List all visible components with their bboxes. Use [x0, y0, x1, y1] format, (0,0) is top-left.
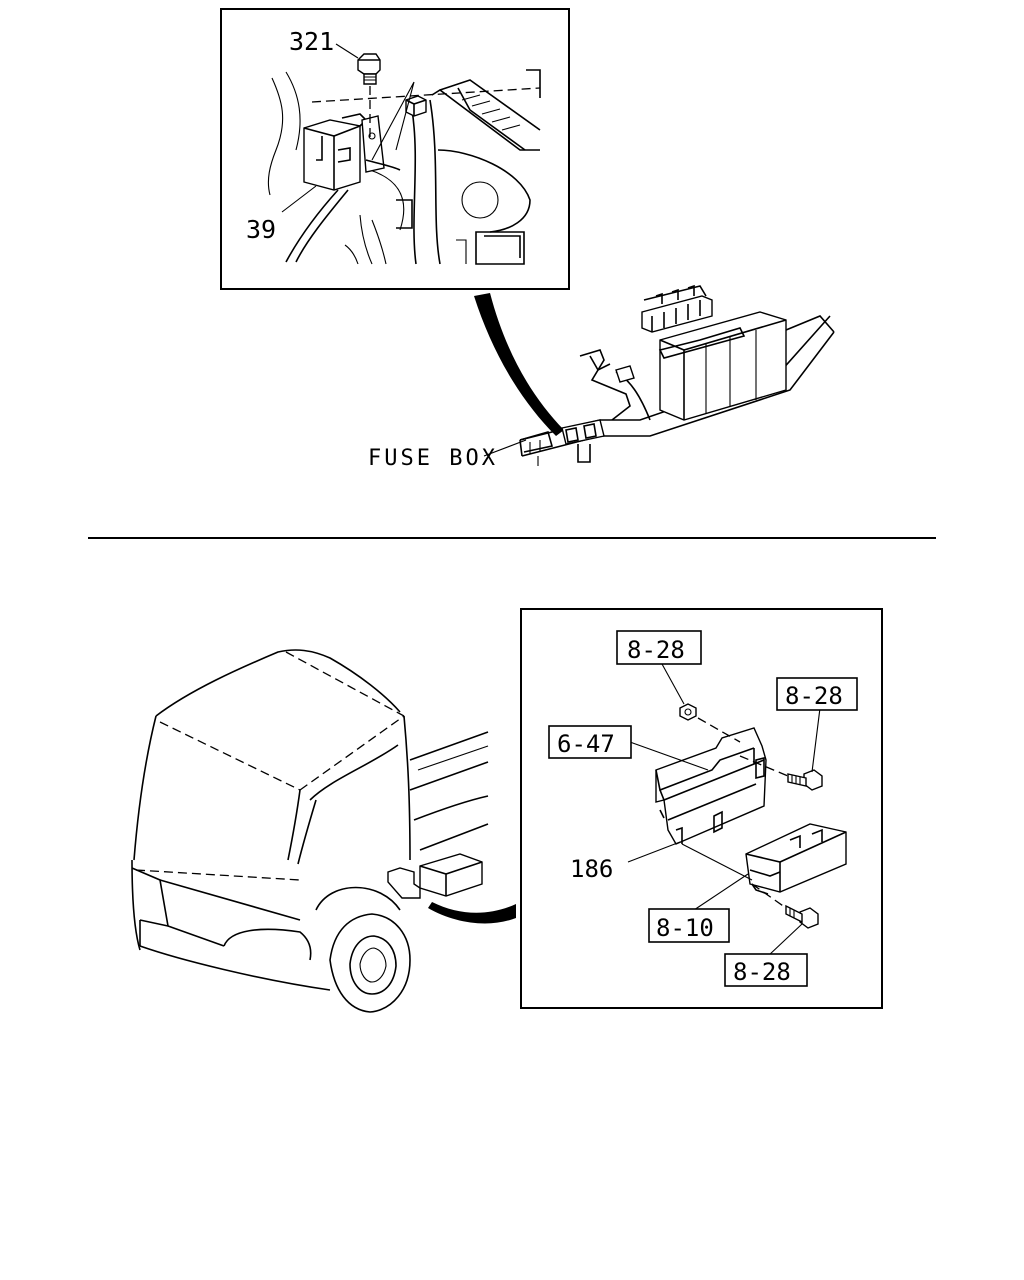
bolt-8-28-bottom	[751, 883, 819, 929]
nut-8-28	[679, 703, 741, 743]
leader-8-28-bottom	[767, 923, 803, 957]
ref-box-8-28-right	[776, 677, 858, 711]
ref-8-10: 8-10	[656, 914, 714, 942]
ref-box-8-28-bottom	[724, 953, 808, 987]
relay-part	[303, 113, 368, 191]
bolt-8-28-right	[739, 755, 823, 791]
ref-6-47: 6-47	[557, 730, 615, 758]
ref-8-28-right: 8-28	[785, 682, 843, 710]
label-321: 321	[289, 27, 334, 56]
truck-cab	[131, 649, 489, 1013]
leader-186-dash	[681, 843, 753, 881]
callout-arrow-top	[474, 293, 564, 436]
relay-bracket	[361, 115, 401, 173]
leader-39	[281, 185, 317, 213]
leader-321	[335, 43, 359, 59]
top-detail-inset: 321 39	[220, 8, 570, 290]
leader-fuse-box	[483, 439, 527, 457]
bracket-6-47	[655, 727, 767, 845]
ref-box-8-28-top	[616, 630, 702, 665]
bolt-321	[357, 53, 381, 140]
ref-box-8-10	[648, 908, 730, 943]
leader-8-10	[693, 873, 749, 911]
bottom-detail-inset: 8-28 8-28 6-47 186 8-10 8-28	[520, 608, 883, 1009]
label-fuse-box: FUSE BOX	[368, 446, 498, 471]
ref-8-28-bottom: 8-28	[733, 958, 791, 986]
callout-arrow-bottom	[428, 902, 516, 924]
leader-clip	[371, 81, 415, 161]
ref-8-28-top: 8-28	[627, 636, 685, 664]
label-39: 39	[246, 215, 276, 244]
top-inset-structure	[267, 69, 541, 265]
top-inset-frame	[220, 8, 570, 290]
ref-box-6-47	[548, 725, 632, 759]
leader-186	[627, 841, 681, 863]
dashboard-assembly	[519, 284, 835, 466]
label-186: 186	[570, 855, 613, 883]
fuse-box-8-10	[745, 823, 847, 895]
leader-8-28-right	[811, 707, 821, 773]
leader-6-47	[629, 741, 709, 771]
leader-8-28-top	[661, 663, 685, 705]
